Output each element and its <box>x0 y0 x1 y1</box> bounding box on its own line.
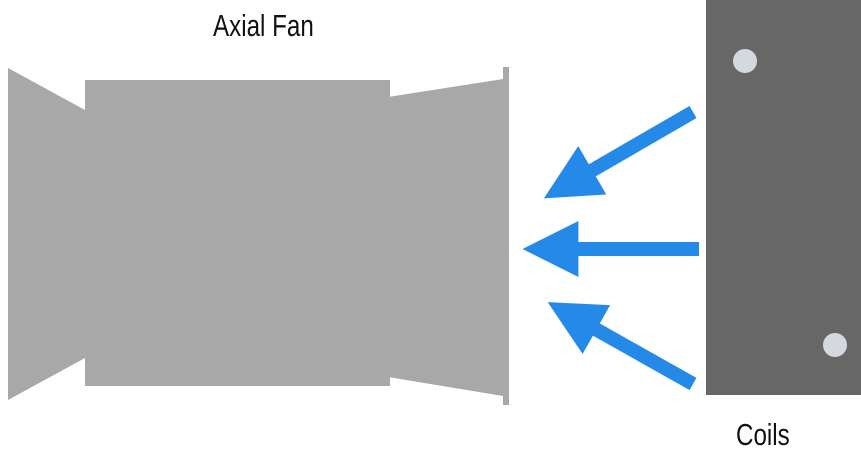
axial-fan <box>8 67 509 405</box>
fan-label: Axial Fan <box>213 8 314 43</box>
coil-panel <box>706 0 861 395</box>
airflow-arrow-icon-upper <box>543 105 697 199</box>
coil-bolt-bottom <box>823 333 847 357</box>
fan-inlet-cone <box>8 68 85 400</box>
airflow-arrow-icon-lower <box>547 302 697 391</box>
fan-outlet-flare <box>388 79 503 396</box>
coil-block <box>706 0 861 395</box>
airflow-arrows <box>522 105 699 391</box>
coil-bolt-top <box>733 49 757 73</box>
fan-flange <box>503 67 509 405</box>
coils-label: Coils <box>736 417 790 452</box>
fan-housing <box>85 80 390 386</box>
